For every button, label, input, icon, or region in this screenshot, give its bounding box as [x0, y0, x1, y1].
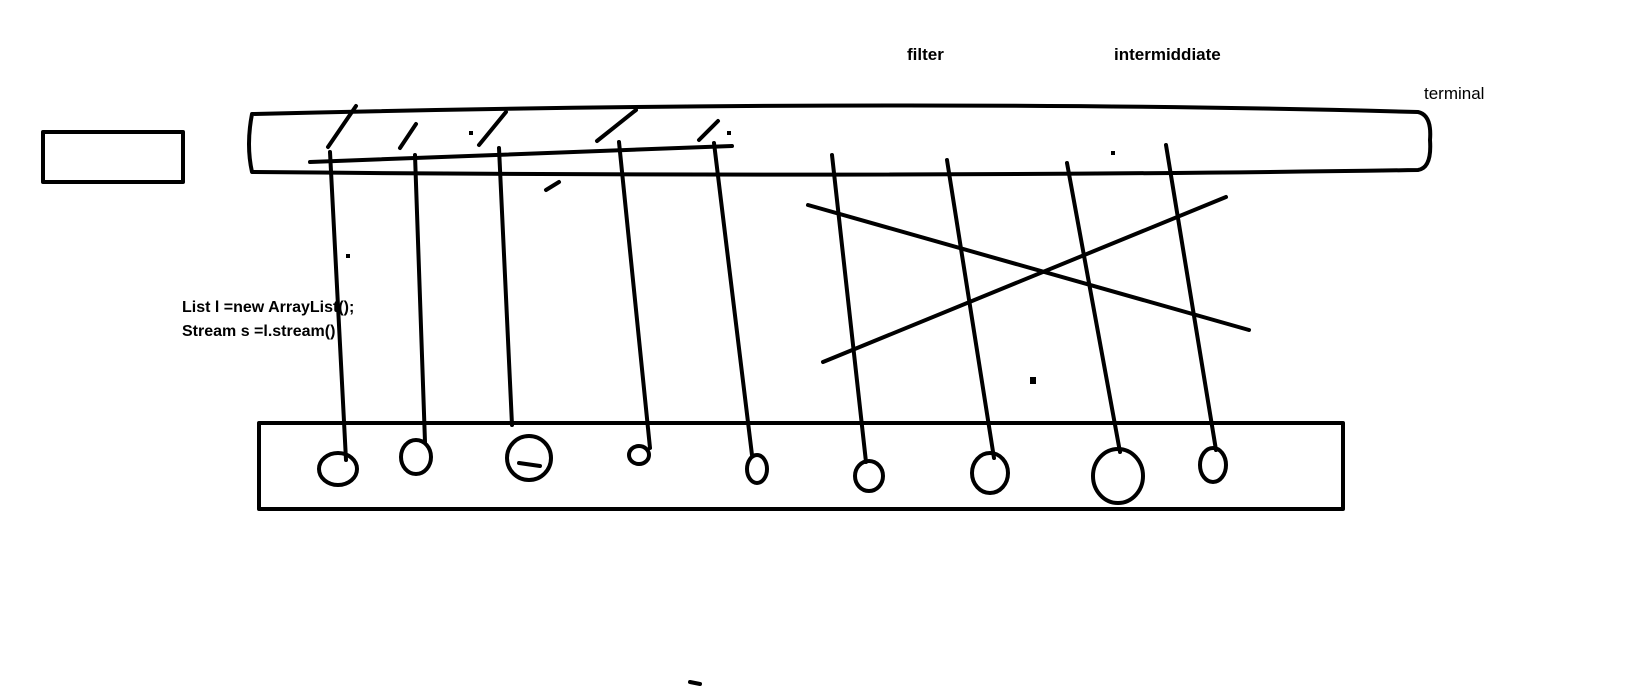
stream-pipe [247, 103, 1433, 177]
element-circle [853, 459, 885, 493]
code-line-2: Stream s =l.stream() [182, 323, 336, 340]
source-box [41, 130, 185, 184]
code-line-1: List l =new ArrayList(); [182, 299, 355, 316]
collection-box [257, 421, 1345, 511]
element-circle [745, 453, 769, 485]
drop-lines-left [328, 140, 754, 462]
stray-mark [688, 680, 702, 686]
element-circle [1198, 446, 1228, 484]
element-circle [627, 444, 651, 466]
element-circle [505, 434, 553, 482]
filter-label: filter [907, 45, 944, 64]
code-snippet: List l =new ArrayList(); Stream s =l.str… [182, 296, 354, 344]
element-circle [1091, 447, 1145, 505]
drop-lines-right [830, 143, 1218, 464]
intermediate-label: intermiddiate [1114, 45, 1221, 64]
terminal-label: terminal [1424, 84, 1485, 103]
element-circle [970, 451, 1010, 495]
element-circle [317, 451, 359, 487]
cross-out-x [806, 195, 1251, 364]
pipe-hatch-marks [326, 104, 720, 192]
stray-dots [346, 131, 1115, 384]
collection-elements [317, 434, 1228, 505]
element-circle [399, 438, 433, 476]
pipe-bar [308, 144, 734, 164]
